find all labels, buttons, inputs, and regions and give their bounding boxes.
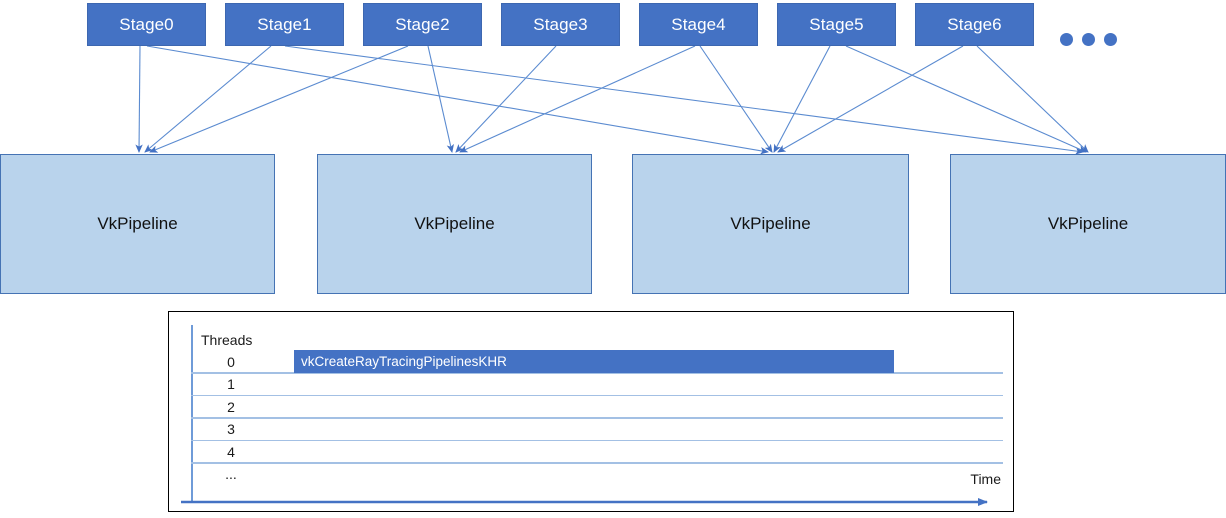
timeline-bar-thread-0[interactable]: vkCreateRayTracingPipelinesKHR: [294, 350, 894, 374]
connector-stage2-to-pipeline1: [427, 45, 454, 153]
time-axis-label: Time: [970, 471, 1001, 487]
ellipsis-dot: [1060, 33, 1073, 46]
thread-row-label-3: 3: [227, 421, 235, 438]
connector-stage2-to-pipeline0: [149, 45, 409, 153]
stage-box-6[interactable]: Stage6: [915, 3, 1034, 46]
stage-box-3[interactable]: Stage3: [501, 3, 620, 46]
more-stages-ellipsis-icon: [1060, 33, 1117, 46]
pipeline-box-0[interactable]: VkPipeline: [0, 154, 275, 294]
connector-stage1-to-pipeline3: [284, 45, 1084, 155]
stage-box-label: Stage2: [395, 14, 450, 34]
thread-timeline-panel: Threads 0 vkCreateRayTracingPipelinesKHR 1…: [168, 311, 1014, 512]
stage-box-label: Stage6: [947, 14, 1002, 34]
ellipsis-dot: [1104, 33, 1117, 46]
pipeline-box-label: VkPipeline: [97, 214, 178, 233]
connector-stage4-to-pipeline2: [699, 45, 773, 153]
pipeline-box-1[interactable]: VkPipeline: [317, 154, 592, 294]
timeline-row-separator: [191, 462, 1003, 464]
thread-row-label-5: ...: [225, 466, 237, 482]
connector-stage5-to-pipeline3: [845, 45, 1087, 153]
ellipsis-dot: [1082, 33, 1095, 46]
thread-row-label-2: 2: [227, 398, 235, 415]
pipeline-box-label: VkPipeline: [414, 214, 495, 233]
thread-row-label-1: 1: [227, 376, 235, 393]
stage-box-label: Stage0: [119, 14, 174, 34]
stage-box-label: Stage1: [257, 14, 312, 34]
connector-stage0-to-pipeline0: [135, 45, 143, 153]
timeline-row-separator: [191, 417, 1003, 419]
connector-stage0-to-pipeline2: [146, 45, 769, 155]
stage-box-5[interactable]: Stage5: [777, 3, 896, 46]
stage-box-0[interactable]: Stage0: [87, 3, 206, 46]
connector-stage4-to-pipeline1: [459, 45, 696, 153]
stage-box-2[interactable]: Stage2: [363, 3, 482, 46]
pipeline-box-2[interactable]: VkPipeline: [632, 154, 909, 294]
connector-stage5-to-pipeline2: [773, 45, 831, 153]
timeline-row-separator: [191, 439, 1003, 442]
pipeline-box-3[interactable]: VkPipeline: [950, 154, 1226, 294]
connector-stage1-to-pipeline0: [144, 45, 272, 153]
connector-stage6-to-pipeline2: [777, 45, 964, 153]
stage-box-1[interactable]: Stage1: [225, 3, 344, 46]
connector-stage3-to-pipeline1: [455, 45, 557, 153]
stage-box-label: Stage4: [671, 14, 726, 34]
time-axis-arrow-icon: [181, 498, 988, 506]
threads-header-label: Threads: [201, 332, 253, 348]
timeline-row-separator: [191, 394, 1003, 397]
pipeline-box-label: VkPipeline: [730, 214, 811, 233]
pipeline-box-label: VkPipeline: [1047, 214, 1129, 233]
timeline-vertical-axis: [191, 325, 193, 503]
thread-row-label-0: 0: [227, 354, 235, 370]
stage-box-label: Stage3: [533, 14, 588, 34]
thread-row-label-4: 4: [227, 443, 235, 460]
timeline-bar-label: vkCreateRayTracingPipelinesKHR: [301, 354, 507, 370]
stage-box-label: Stage5: [809, 14, 864, 34]
connector-stage6-to-pipeline3: [976, 45, 1089, 153]
stage-box-4[interactable]: Stage4: [639, 3, 758, 46]
